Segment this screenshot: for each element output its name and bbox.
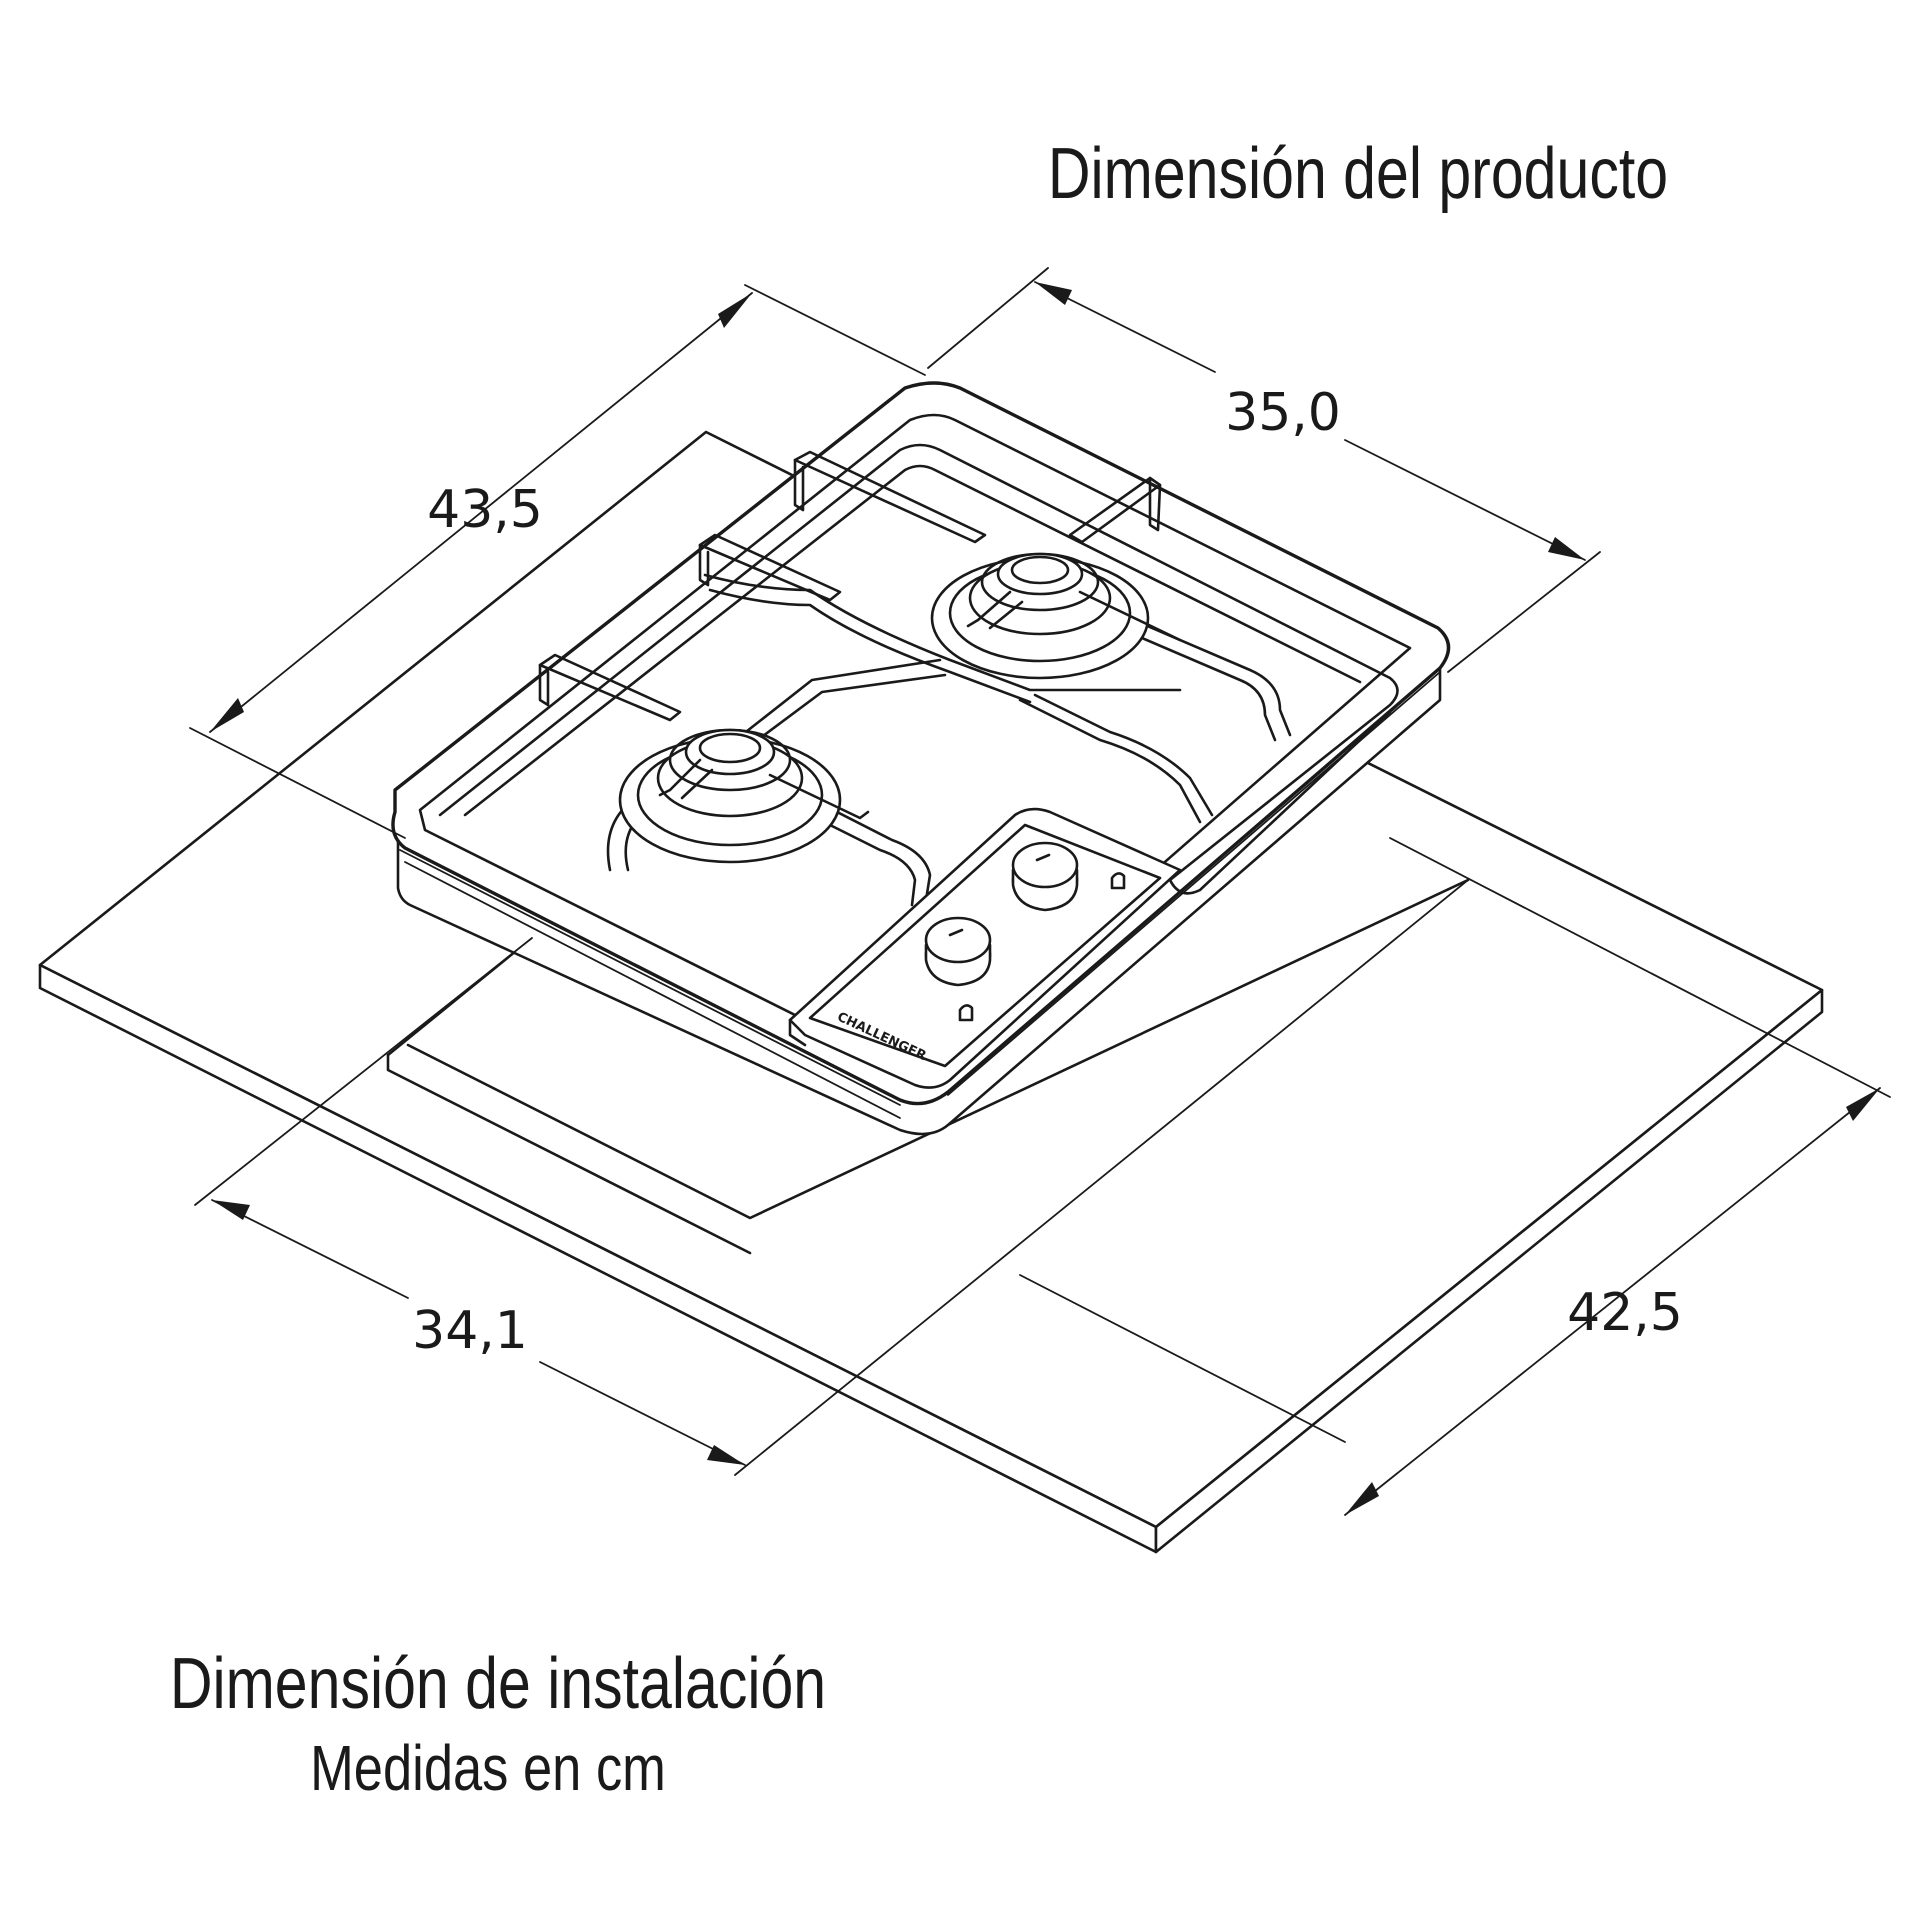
burner-front	[618, 728, 842, 864]
dimension-label-34-1: 34,1	[412, 1301, 528, 1361]
units-note: Medidas en cm	[310, 1733, 666, 1804]
installation-dimension-title: Dimensión de instalación	[170, 1642, 826, 1723]
control-knob-front[interactable]	[924, 916, 992, 987]
control-knob-rear[interactable]	[1011, 841, 1079, 912]
cooktop: CHALLENGER	[391, 381, 1451, 1136]
dimension-product-depth: 43,5	[189, 284, 926, 839]
flame-icon	[1110, 872, 1126, 890]
control-panel: CHALLENGER	[788, 807, 1182, 1089]
dimension-label-43-5: 43,5	[427, 480, 543, 540]
dimension-label-35-0: 35,0	[1225, 383, 1341, 443]
product-dimension-title: Dimensión del producto	[1048, 132, 1668, 213]
flame-icon	[958, 1004, 974, 1022]
dimension-product-width: 35,0	[927, 267, 1601, 673]
dimension-label-42-5: 42,5	[1567, 1283, 1683, 1343]
pan-support-grate	[438, 443, 1399, 907]
burner-rear	[930, 552, 1150, 680]
dimension-install-width: 34,1	[194, 879, 1469, 1476]
dimension-install-depth: 42,5	[1019, 837, 1891, 1516]
